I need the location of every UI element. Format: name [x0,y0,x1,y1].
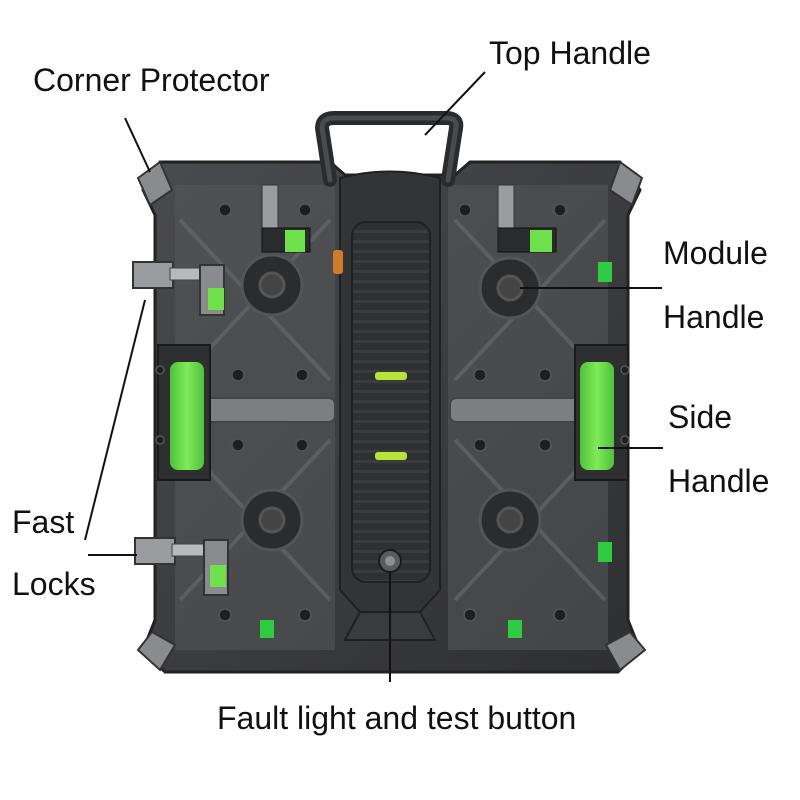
corner-protector-icon [136,160,647,672]
fault-light-button-icon [378,549,402,573]
label-module: Module [663,235,768,271]
fast-lock-icon [132,261,229,596]
label-fast: Fast [12,504,75,540]
cross-bars [204,397,581,423]
module-handle-icon [240,253,542,552]
label-module-handle: Handle [663,299,765,335]
leader-lines [84,71,663,682]
top-handle-icon [314,111,464,187]
label-top-handle: Top Handle [489,35,651,71]
center-spine [333,170,441,641]
screws [155,203,630,622]
label-side-handle: Handle [668,463,770,499]
latch-details [260,184,612,638]
label-corner-protector: Corner Protector [33,62,270,98]
label-locks: Locks [12,566,96,602]
label-fault-light: Fault light and test button [217,700,577,736]
label-side: Side [668,399,733,435]
side-handle-icon [157,344,629,481]
